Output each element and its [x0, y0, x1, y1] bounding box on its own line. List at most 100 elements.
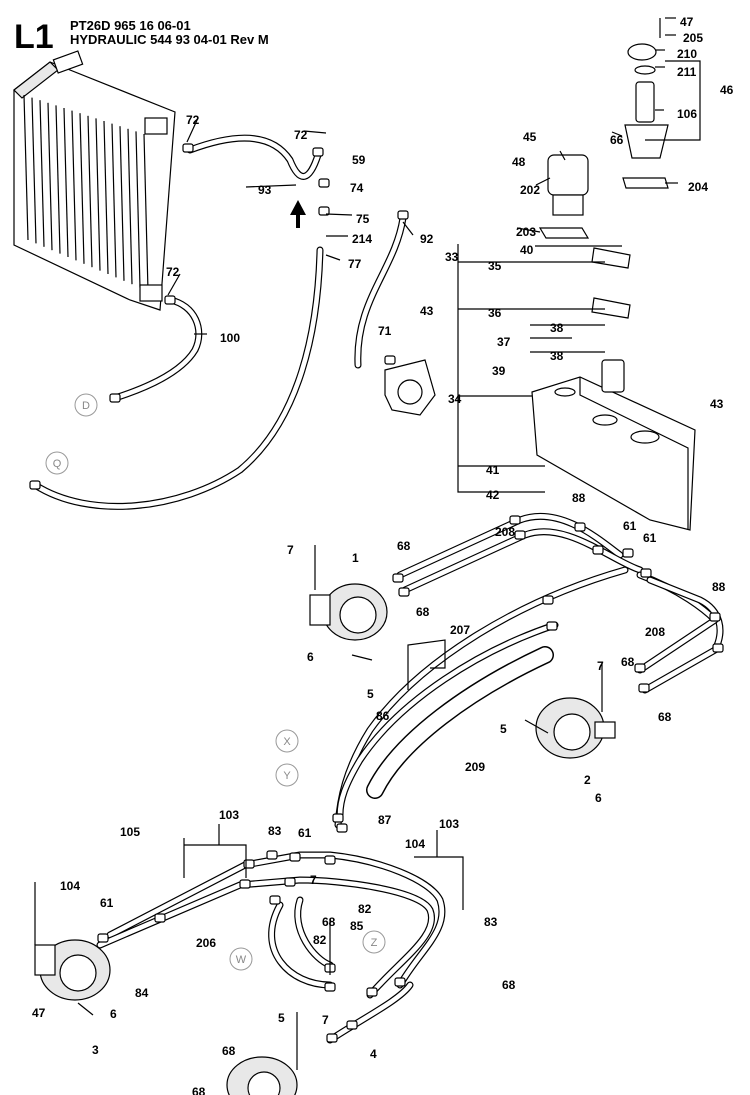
- part-callout-68: 68: [502, 978, 516, 992]
- part-callout-87: 87: [378, 813, 392, 827]
- part-callout-204: 204: [688, 180, 708, 194]
- cooler-fin: [71, 110, 77, 261]
- fittings: [29, 143, 724, 1043]
- part-callout-77: 77: [348, 257, 362, 271]
- part-callout-6: 6: [595, 791, 602, 805]
- part-callout-209: 209: [465, 760, 485, 774]
- hose-fitting: [346, 1020, 358, 1030]
- part-callout-103: 103: [439, 817, 459, 831]
- part-callout-7: 7: [322, 1013, 329, 1027]
- hose-fitting: [366, 987, 378, 997]
- part-callout-88: 88: [712, 580, 726, 594]
- hose-fitting: [239, 879, 251, 889]
- part-callout-206: 206: [196, 936, 216, 950]
- part-callout-74: 74: [350, 181, 364, 195]
- part-callout-82: 82: [358, 902, 372, 916]
- part-callout-61: 61: [623, 519, 637, 533]
- part-callout-2: 2: [584, 773, 591, 787]
- part-callout-5: 5: [367, 687, 374, 701]
- bracket-207: [407, 639, 446, 690]
- cooler-fin: [23, 94, 29, 241]
- hose-fitting: [394, 977, 406, 987]
- hose-fitting: [324, 855, 336, 865]
- part-callout-72: 72: [166, 265, 180, 279]
- hose-fitting: [709, 612, 721, 622]
- cooler-fin: [95, 118, 101, 271]
- part-callout-88: 88: [572, 491, 586, 505]
- part-callout-48: 48: [512, 155, 526, 169]
- part-callout-100: 100: [220, 331, 240, 345]
- part-callout-38: 38: [550, 349, 564, 363]
- part-callout-83: 83: [484, 915, 498, 929]
- suction-hose-209: [366, 646, 554, 799]
- part-callout-33: 33: [445, 250, 459, 264]
- hose-fitting: [397, 210, 409, 220]
- wheel-motor-3: [34, 939, 111, 1001]
- cooler-fin: [79, 113, 85, 264]
- part-callout-203: 203: [516, 225, 536, 239]
- part-callout-37: 37: [497, 335, 511, 349]
- cooler-fin: [39, 100, 45, 247]
- hose-fitting: [318, 206, 330, 216]
- part-callout-35: 35: [488, 259, 502, 273]
- hose-fitting: [509, 515, 521, 525]
- part-callout-82: 82: [313, 933, 327, 947]
- hose-fitting: [332, 813, 344, 823]
- part-callout-68: 68: [322, 915, 336, 929]
- hose-fitting: [318, 178, 330, 188]
- hose-fitting: [392, 573, 404, 583]
- part-callout-103: 103: [219, 808, 239, 822]
- part-callout-66: 66: [610, 133, 624, 147]
- reference-circle-label: D: [82, 400, 90, 412]
- part-callout-41: 41: [486, 463, 500, 477]
- hose-fitting: [542, 595, 554, 605]
- part-callout-205: 205: [683, 31, 703, 45]
- cooler-fin: [111, 123, 117, 278]
- part-callout-6: 6: [110, 1007, 117, 1021]
- cooler-fin: [47, 102, 53, 251]
- part-callout-208: 208: [495, 525, 515, 539]
- part-callout-68: 68: [192, 1085, 206, 1095]
- reference-circle-outline: [362, 930, 386, 954]
- reference-circle-outline: [275, 729, 299, 753]
- part-callout-83: 83: [268, 824, 282, 838]
- model-line: PT26D 965 16 06-01: [70, 18, 191, 33]
- part-callout-86: 86: [376, 709, 390, 723]
- part-callout-68: 68: [397, 539, 411, 553]
- cooler-fin: [63, 107, 69, 258]
- part-callout-104: 104: [405, 837, 425, 851]
- cooler-fin: [87, 115, 93, 268]
- part-callout-46: 46: [720, 83, 734, 97]
- reference-circle-label: Z: [371, 937, 378, 949]
- part-callout-214: 214: [352, 232, 372, 246]
- part-callout-61: 61: [100, 896, 114, 910]
- hose-fitting: [326, 1033, 338, 1043]
- part-callout-7: 7: [597, 659, 604, 673]
- reference-circle-label: Y: [283, 770, 291, 782]
- reference-circle-z: Z: [362, 930, 386, 954]
- hose-fitting: [514, 530, 526, 540]
- part-callout-72: 72: [186, 113, 200, 127]
- part-callout-7: 7: [287, 543, 294, 557]
- hose-fitting: [638, 683, 650, 693]
- reference-circle-x: X: [275, 729, 299, 753]
- wheel-motor-1: [309, 583, 388, 641]
- hose-fitting: [289, 852, 301, 862]
- part-callout-202: 202: [520, 183, 540, 197]
- reference-circle-outline: [275, 763, 299, 787]
- wheel-motor-4: [226, 1056, 298, 1095]
- part-callout-59: 59: [352, 153, 366, 167]
- hose-fitting: [97, 933, 109, 943]
- part-callout-211: 211: [677, 65, 697, 79]
- hose-fitting: [622, 548, 634, 558]
- hose-fitting: [546, 621, 558, 631]
- part-callout-47: 47: [680, 15, 694, 29]
- cooler-fin: [143, 133, 149, 292]
- part-callout-84: 84: [135, 986, 149, 1000]
- flow-direction-arrow: [290, 200, 306, 228]
- part-callout-210: 210: [677, 47, 697, 61]
- part-callout-42: 42: [486, 488, 500, 502]
- assembly-line: HYDRAULIC 544 93 04-01 Rev M: [70, 32, 269, 47]
- part-callout-61: 61: [298, 826, 312, 840]
